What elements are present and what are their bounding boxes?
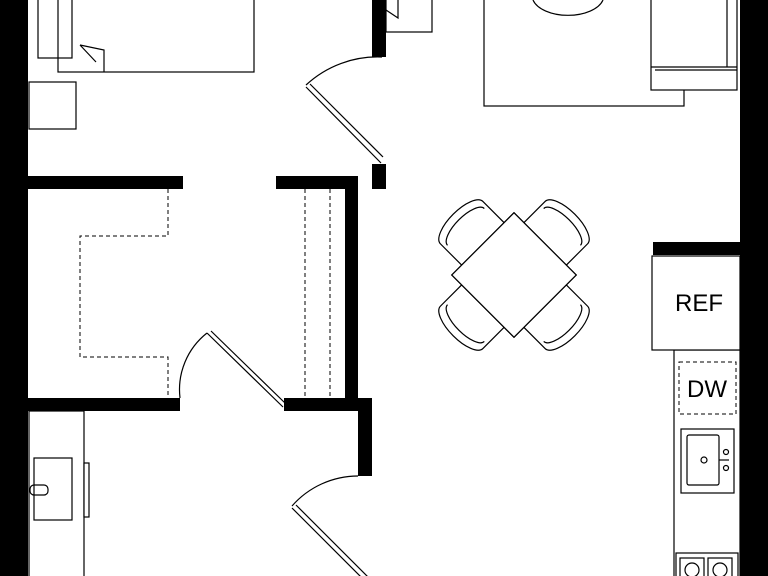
bed-pillow <box>37 0 73 59</box>
refrigerator-box <box>651 255 741 351</box>
bed-sheet-fold <box>79 44 105 72</box>
kitchen-sink <box>680 428 735 494</box>
kitchen-sink-drain <box>700 456 708 464</box>
bathroom-door-swing <box>291 475 359 507</box>
refrigerator: REF <box>651 255 741 351</box>
hall-wall-stub-top <box>372 0 386 57</box>
wall-cabinet-detail <box>385 0 399 20</box>
stove-burner-left <box>679 557 705 576</box>
dining-table <box>438 199 590 351</box>
sofa <box>483 0 738 107</box>
closet-door-swing <box>178 332 208 399</box>
vanity-edge <box>83 462 90 518</box>
table-top-over <box>450 211 578 339</box>
kitchen-wall-stub <box>653 242 740 255</box>
sofa-body <box>650 0 738 91</box>
refrigerator-label: REF <box>675 290 723 317</box>
stove <box>675 552 739 576</box>
stove-burner-right <box>707 557 733 576</box>
bathroom-vanity <box>28 410 90 576</box>
bath-wall-top-right <box>284 398 372 411</box>
bath-wall-vertical <box>358 398 372 476</box>
dishwasher-outline <box>678 361 737 415</box>
closet-door[interactable] <box>178 330 286 408</box>
bathroom-door-leaf <box>291 507 361 576</box>
faucet-knob-top <box>722 448 730 456</box>
kitchen-sink-basin <box>686 434 720 486</box>
bath-wall-top <box>28 398 180 411</box>
bedroom-door[interactable] <box>305 56 384 164</box>
burner-ring-right <box>712 562 728 576</box>
bathroom-door-leaf-inner <box>295 504 368 576</box>
hall-wall-vertical <box>345 189 358 411</box>
exterior-wall-right <box>740 0 768 576</box>
bed <box>37 0 255 73</box>
bedroom-closet-wall-top <box>28 176 183 189</box>
chair-right <box>523 284 590 351</box>
bedroom-door-leaf-inner <box>309 83 384 158</box>
burner-ring-left <box>684 562 700 576</box>
hall-wall-top <box>276 176 358 189</box>
dishwasher-label: DW <box>687 376 727 403</box>
wall-cabinet <box>385 0 433 33</box>
nightstand <box>28 81 77 130</box>
chair-left <box>438 199 505 266</box>
hall-wall-stub <box>372 164 386 189</box>
chair-top <box>523 199 590 266</box>
bedroom-door-swing <box>305 56 383 86</box>
bathroom-door[interactable] <box>291 475 370 576</box>
dishwasher: DW <box>678 361 737 415</box>
bed-frame <box>57 0 255 73</box>
closet-shelf-dashed <box>79 189 169 398</box>
chair-bottom <box>438 284 505 351</box>
hall-closet <box>304 189 331 398</box>
closet-door-leaf-inner <box>210 330 286 404</box>
bath-sink <box>33 457 73 521</box>
bedroom-door-leaf <box>305 86 382 164</box>
exterior-wall-left <box>0 0 28 576</box>
coffee-table <box>532 0 604 16</box>
faucet-knob-bottom <box>722 464 730 472</box>
closet-outline <box>79 189 169 398</box>
sink-drain <box>29 484 49 496</box>
closet-door-leaf <box>206 332 284 408</box>
